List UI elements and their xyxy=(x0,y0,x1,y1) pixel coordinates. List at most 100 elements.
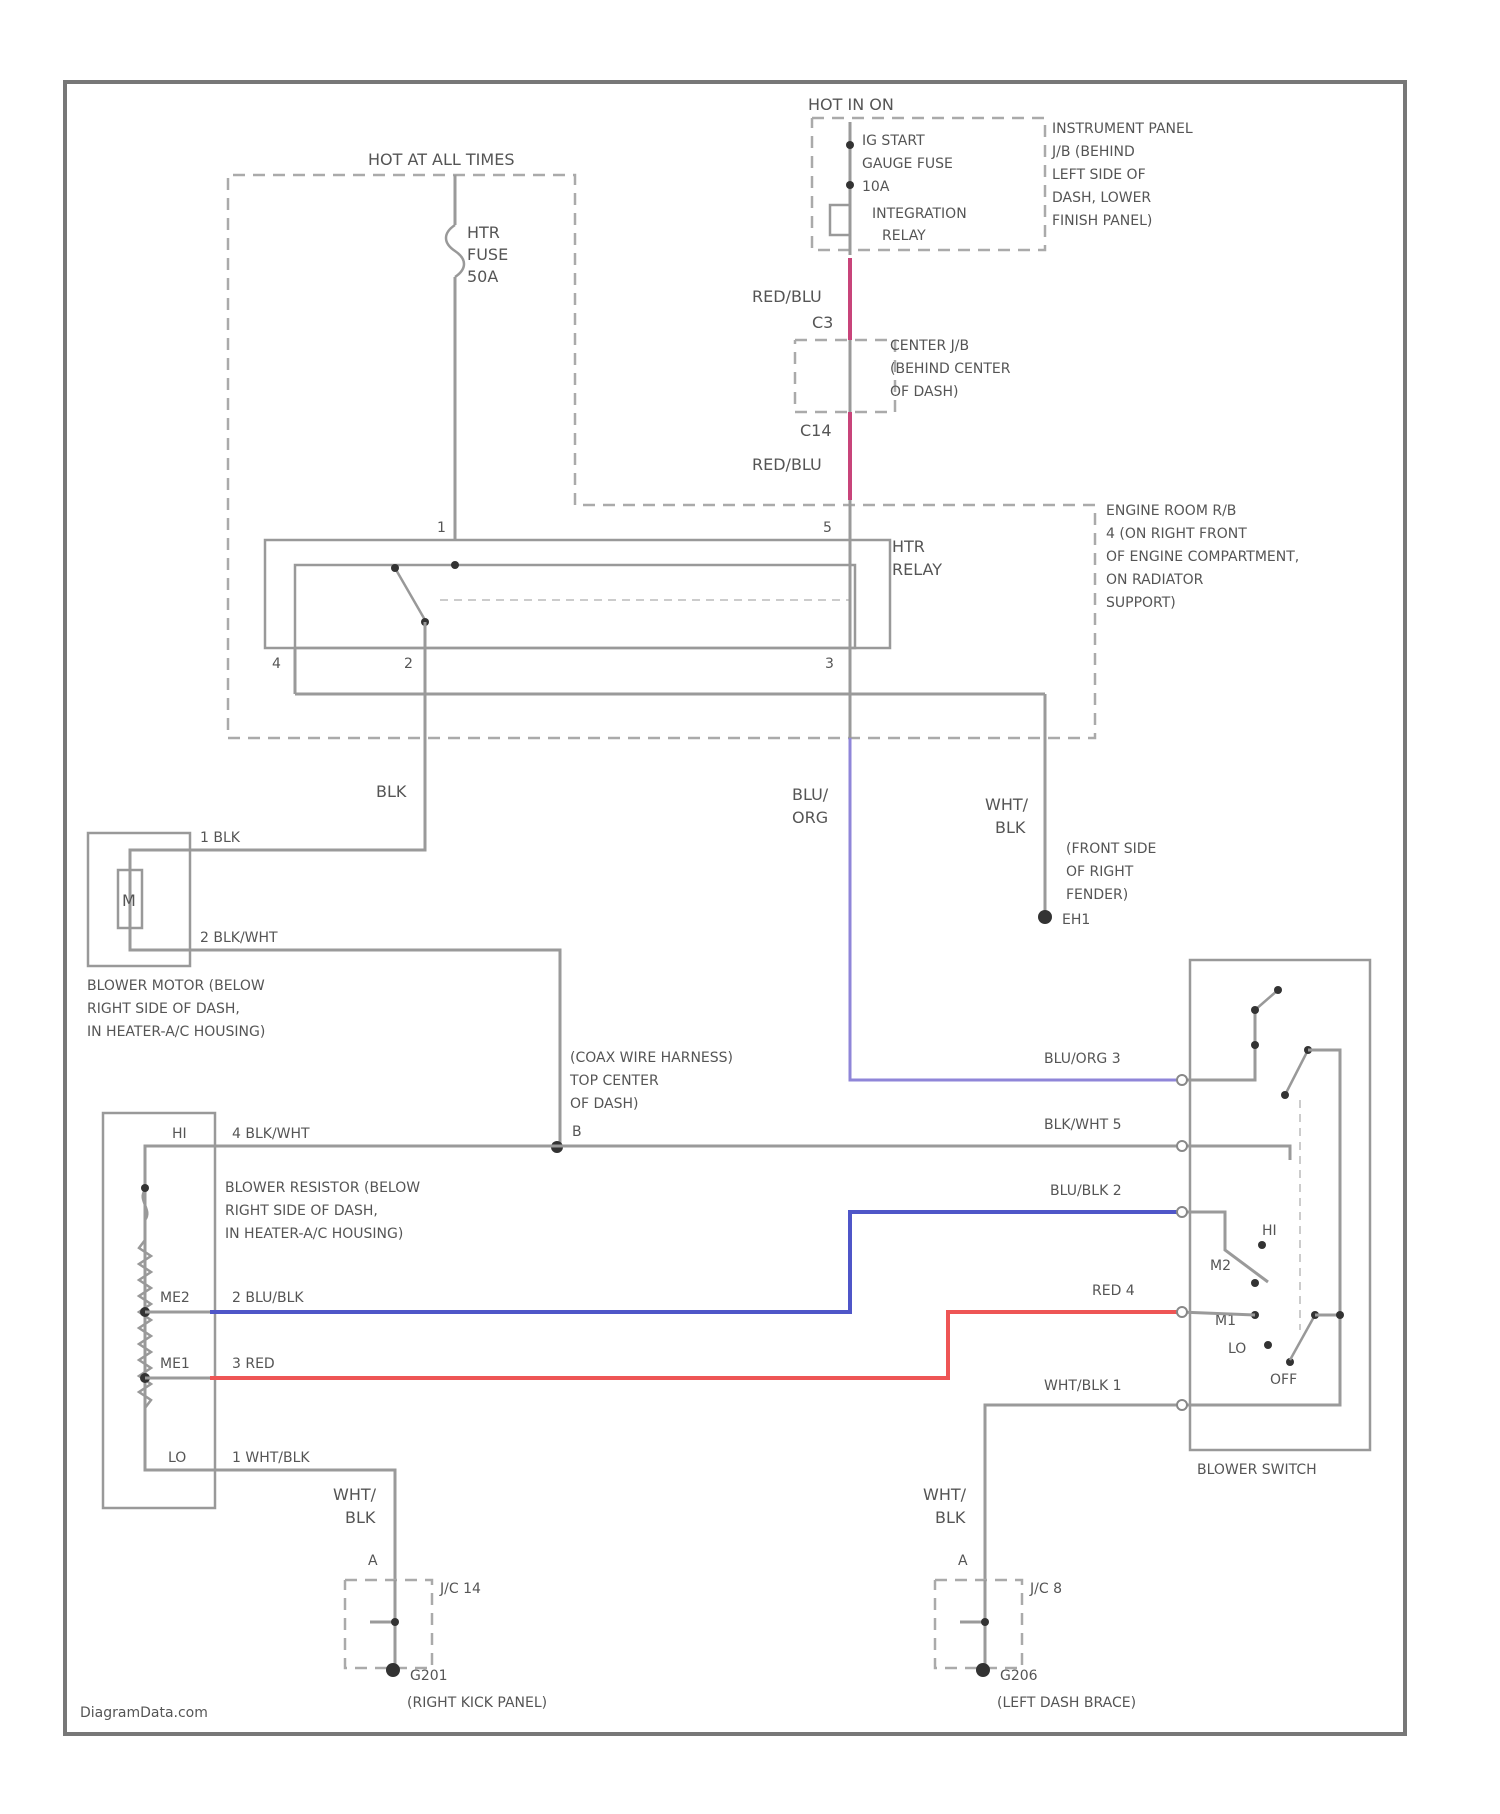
motor-pin2-label: 2 BLK/WHT xyxy=(200,930,278,946)
center-jb-box xyxy=(795,340,895,412)
right-gnd-id: G206 xyxy=(1000,1668,1038,1684)
wire-blu-org-label-1: BLU/ xyxy=(792,785,829,804)
res-pin1-label: 1 WHT/BLK xyxy=(232,1450,310,1466)
ign-fuse-node-2 xyxy=(846,181,854,189)
sw-lo-label: LO xyxy=(1228,1341,1246,1357)
htr-fuse-label-1: HTR xyxy=(467,223,500,242)
htr-relay-inner xyxy=(295,565,855,648)
hot-all-times-box xyxy=(228,175,1095,738)
relay-contact-arm xyxy=(391,564,399,572)
sw-top-node-a xyxy=(1251,1006,1259,1014)
right-ground-dot xyxy=(976,1663,990,1677)
integration-relay-label-1: INTEGRATION xyxy=(872,206,967,222)
wire-red-blu-label-2: RED/BLU xyxy=(752,455,822,474)
wire-blk-label: BLK xyxy=(376,782,407,801)
pin-c3-label: C3 xyxy=(812,313,833,332)
motor-pin1-label: 1 BLK xyxy=(200,830,241,846)
left-jc-node xyxy=(391,1618,399,1626)
htr-fuse-label-2: FUSE xyxy=(467,245,508,264)
splice-b-label: B xyxy=(572,1124,582,1140)
sw-pin1-conn xyxy=(1177,1400,1187,1410)
sw-lo-node xyxy=(1264,1341,1272,1349)
sw-hi-label: HI xyxy=(1262,1223,1277,1239)
center-jb-label-2: (BEHIND CENTER xyxy=(890,361,1011,377)
blower-switch-label: BLOWER SWITCH xyxy=(1197,1462,1317,1478)
diagram-frame xyxy=(65,82,1405,1734)
sw-pin5-label: BLK/WHT 5 xyxy=(1044,1117,1122,1133)
blower-motor-label-1: BLOWER MOTOR (BELOW xyxy=(87,978,265,994)
sw-mid-node-a xyxy=(1281,1091,1289,1099)
ground-eh1-id: EH1 xyxy=(1062,912,1090,928)
ign-fuse-label-2: GAUGE FUSE xyxy=(862,156,953,172)
ip-jb-label-3: LEFT SIDE OF xyxy=(1052,167,1146,183)
sw-top-node-c xyxy=(1251,1041,1259,1049)
htr-fuse-label-3: 50A xyxy=(467,267,498,286)
wire-wht-blk-label-1: WHT/ xyxy=(985,795,1029,814)
sw-pin2-conn xyxy=(1177,1207,1187,1217)
relay-contact-fixed xyxy=(451,561,459,569)
htr-relay-box xyxy=(265,540,890,648)
ground-front-label-1: (FRONT SIDE xyxy=(1066,841,1156,857)
blower-motor-box xyxy=(88,833,190,966)
res-me1-label: ME1 xyxy=(160,1356,190,1372)
wire-blu-org xyxy=(850,738,1180,1080)
res-pin3-label: 3 RED xyxy=(232,1356,275,1372)
left-gnd-id: G201 xyxy=(410,1668,448,1684)
sw-right-bus xyxy=(1180,1050,1340,1405)
right-jc-pin: A xyxy=(958,1553,968,1569)
engine-rb-label-4: ON RADIATOR xyxy=(1106,572,1204,588)
wire-red xyxy=(210,1312,1180,1378)
sw-bus-node xyxy=(1336,1311,1344,1319)
relay-pin-4: 4 xyxy=(272,656,281,672)
blower-resistor-label-1: BLOWER RESISTOR (BELOW xyxy=(225,1180,420,1196)
left-gnd-wire-label-1: WHT/ xyxy=(333,1485,377,1504)
ground-eh1-dot xyxy=(1038,910,1052,924)
htr-relay-label-2: RELAY xyxy=(892,560,942,579)
ip-jb-label-4: DASH, LOWER xyxy=(1052,190,1151,206)
sw-top-node-b xyxy=(1274,986,1282,994)
ground-front-label-3: FENDER) xyxy=(1066,887,1128,903)
wire-blu-org-label-2: ORG xyxy=(792,808,828,827)
right-gnd-wire-label-1: WHT/ xyxy=(923,1485,967,1504)
right-jc-label: J/C 8 xyxy=(1029,1581,1062,1597)
htr-fuse-symbol xyxy=(446,225,464,277)
ip-jb-label-2: J/B (BEHIND xyxy=(1051,144,1135,160)
sw-mid-arm xyxy=(1285,1050,1308,1095)
right-gnd-loc: (LEFT DASH BRACE) xyxy=(997,1695,1136,1711)
relay-pin-1: 1 xyxy=(437,520,446,536)
sw-pin5-internal xyxy=(1180,1146,1290,1160)
sw-pin5-conn xyxy=(1177,1141,1187,1151)
left-ground-dot xyxy=(386,1663,400,1677)
center-jb-label-1: CENTER J/B xyxy=(890,338,969,354)
coax-label-1: (COAX WIRE HARNESS) xyxy=(570,1050,733,1066)
right-gnd-wire-label-2: BLK xyxy=(935,1508,966,1527)
blower-resistor-label-3: IN HEATER-A/C HOUSING) xyxy=(225,1226,403,1242)
blower-resistor-label-2: RIGHT SIDE OF DASH, xyxy=(225,1203,378,1219)
sw-off-label: OFF xyxy=(1270,1372,1297,1388)
integration-relay-box xyxy=(830,205,850,235)
right-jc-node xyxy=(981,1618,989,1626)
left-gnd-wire-label-2: BLK xyxy=(345,1508,376,1527)
sw-m2-node xyxy=(1251,1279,1259,1287)
sw-pin1-label: WHT/BLK 1 xyxy=(1044,1378,1122,1394)
coax-label-3: OF DASH) xyxy=(570,1096,639,1112)
hot-all-times-label: HOT AT ALL TIMES xyxy=(368,150,514,169)
ign-fuse-label-3: 10A xyxy=(862,179,890,195)
left-jc-box xyxy=(345,1580,432,1668)
pin-c14-label: C14 xyxy=(800,421,832,440)
engine-rb-label-3: OF ENGINE COMPARTMENT, xyxy=(1106,549,1299,565)
wire-wht-blk-label-2: BLK xyxy=(995,818,1026,837)
res-lo-label: LO xyxy=(168,1450,186,1466)
integration-relay-label-2: RELAY xyxy=(882,228,926,244)
sw-pin4-conn xyxy=(1177,1307,1187,1317)
relay-pin-5: 5 xyxy=(823,520,832,536)
ip-jb-label-1: INSTRUMENT PANEL xyxy=(1052,121,1193,137)
sw-pin3-label: BLU/ORG 3 xyxy=(1044,1051,1121,1067)
ign-fuse-node xyxy=(846,141,854,149)
relay-switch-arm xyxy=(395,568,425,620)
relay-pin-3: 3 xyxy=(825,656,834,672)
res-hi-label: HI xyxy=(172,1126,187,1142)
watermark: DiagramData.com xyxy=(80,1705,208,1721)
right-jc-box xyxy=(935,1580,1022,1668)
